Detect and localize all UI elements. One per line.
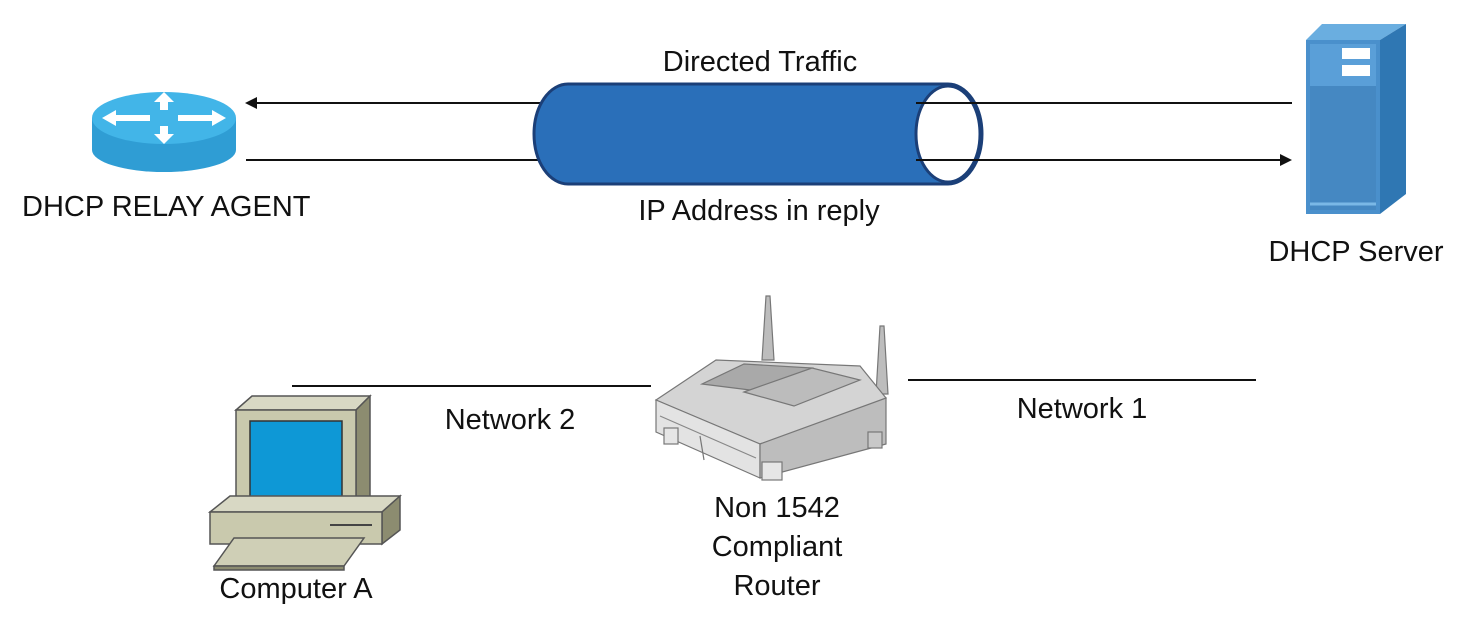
relay-agent-icon — [92, 92, 236, 172]
tunnel-pipe — [532, 82, 984, 186]
router-label-line1: Non 1542 — [714, 492, 840, 524]
router-label-line3: Router — [733, 570, 821, 602]
network-2-label: Network 2 — [444, 404, 576, 436]
network-1-label: Network 1 — [1016, 393, 1148, 425]
router-label-line2: Compliant — [711, 531, 843, 563]
router-label: Non 1542 Compliant Router — [712, 489, 843, 606]
relay-agent-label: DHCP RELAY AGENT — [22, 191, 311, 223]
computer-a-label: Computer A — [219, 573, 373, 605]
ip-reply-label: IP Address in reply — [638, 195, 880, 227]
dhcp-server-label: DHCP Server — [1268, 236, 1444, 268]
server-icon — [1306, 24, 1406, 214]
router-icon — [654, 295, 889, 481]
directed-traffic-label: Directed Traffic — [662, 46, 858, 78]
computer-icon — [207, 394, 402, 571]
